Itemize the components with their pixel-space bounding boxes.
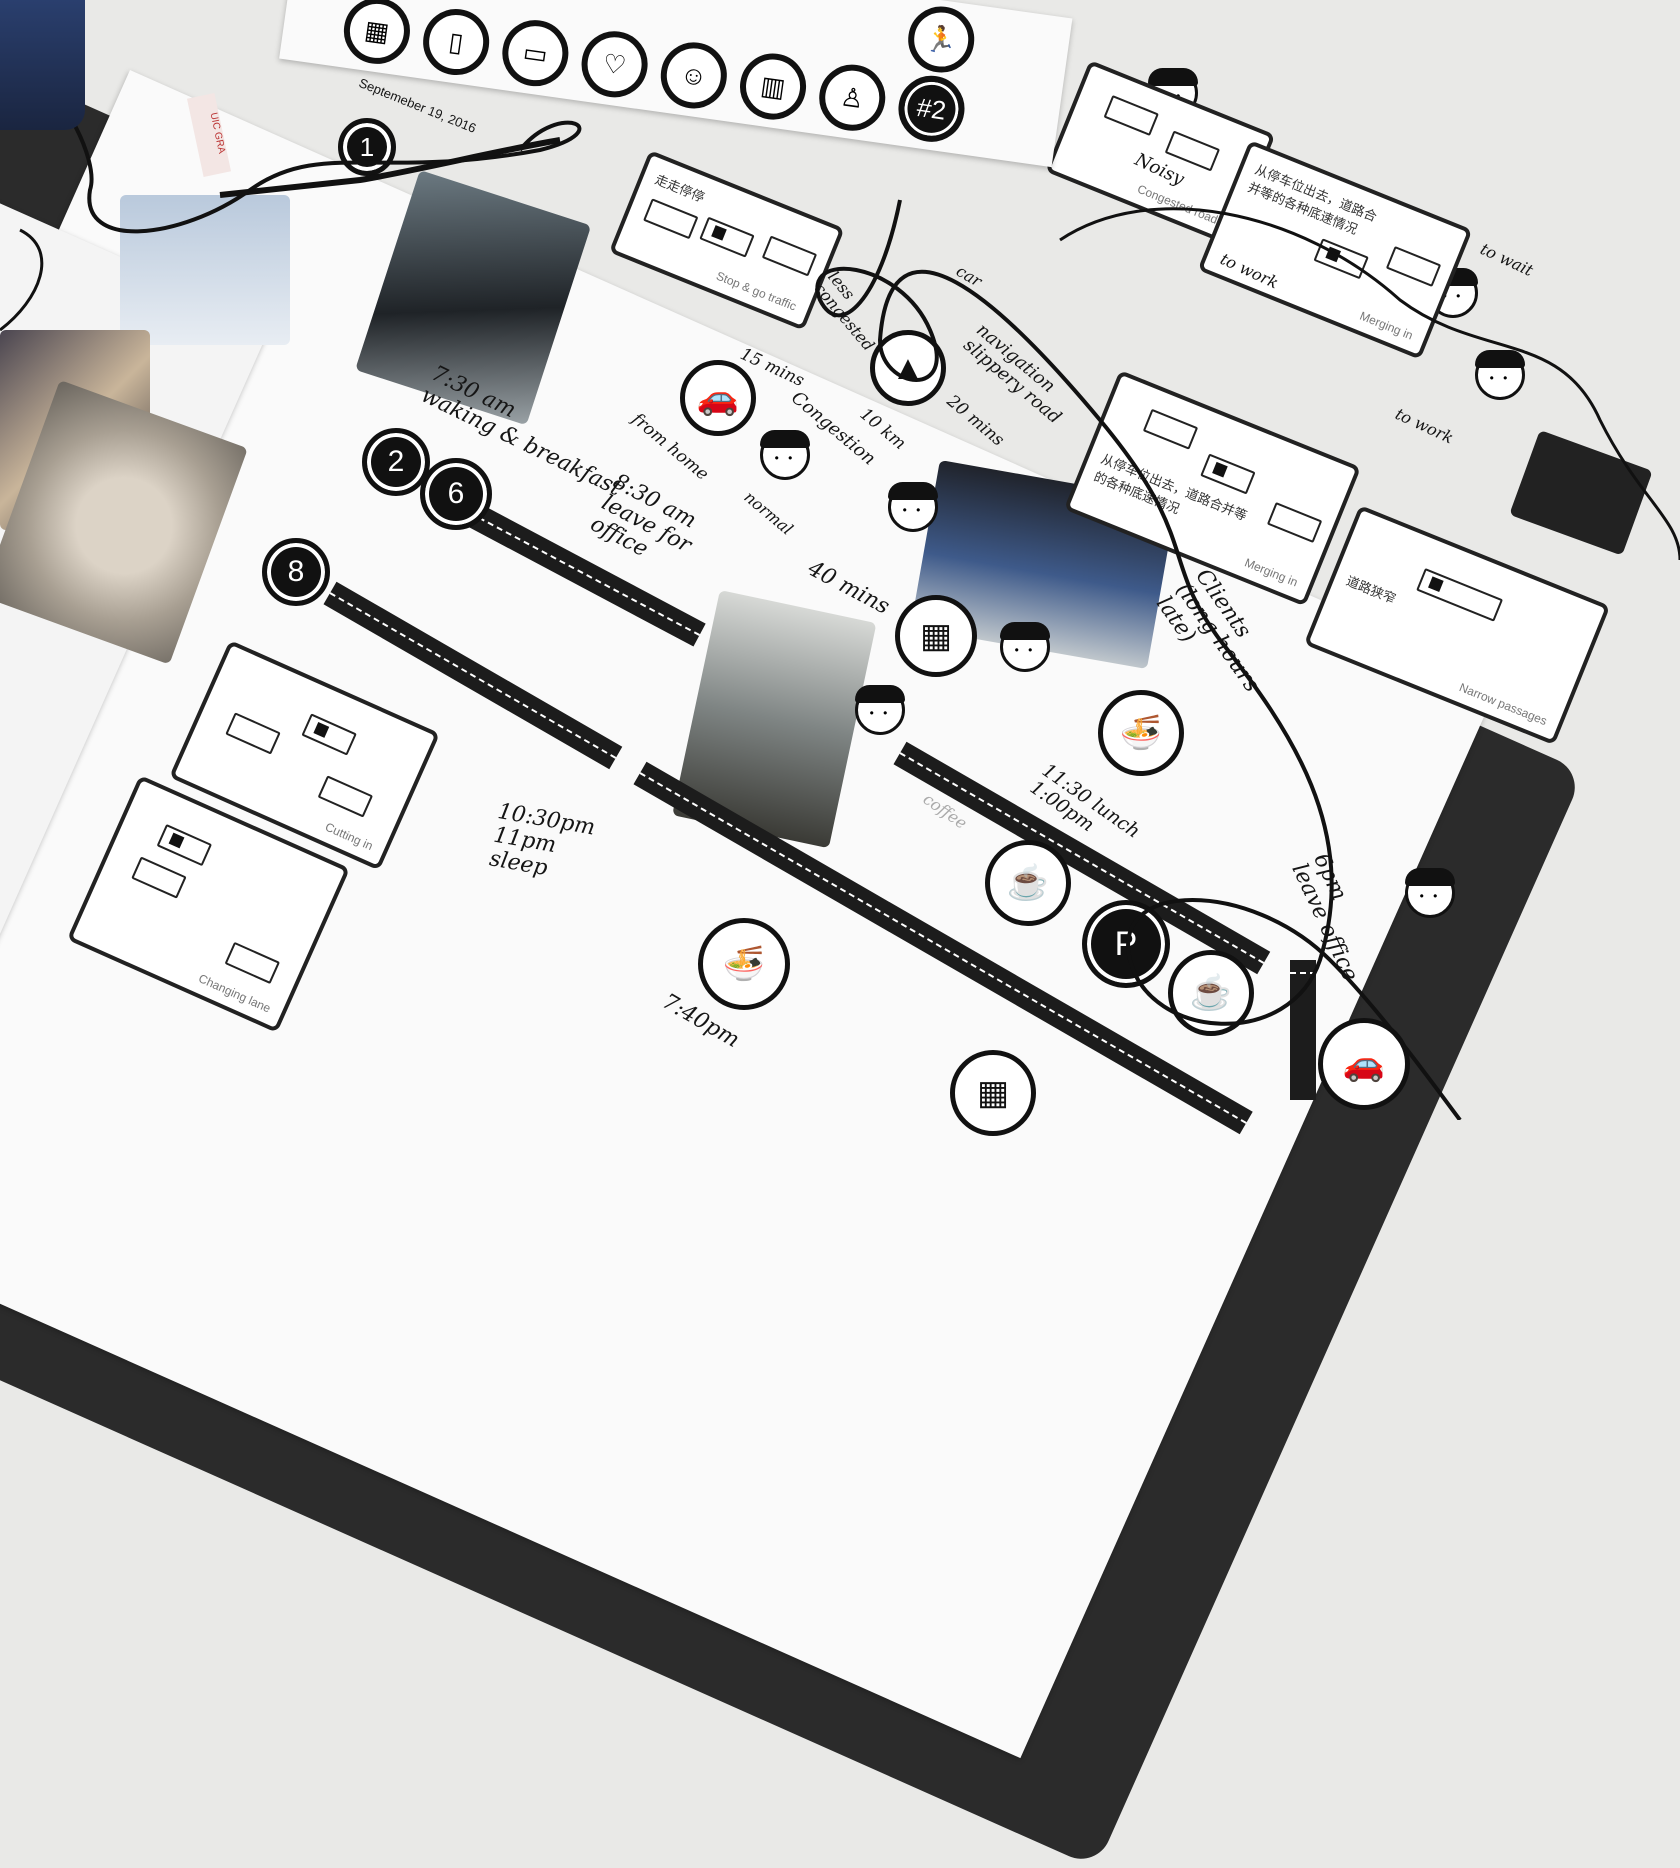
happy-face-icon xyxy=(888,482,938,532)
cable xyxy=(1059,207,1680,561)
building-icon: ▦ xyxy=(950,1050,1036,1136)
photo-eiffel-tower xyxy=(120,195,290,345)
neutral-face-icon xyxy=(760,430,810,480)
noodle-bowl-icon: 🍜 xyxy=(698,918,790,1010)
happy-face-icon xyxy=(855,685,905,735)
coffee-cup-icon: ☕ xyxy=(985,840,1071,926)
traffic-jam-icon: 🚗 xyxy=(680,360,756,436)
office-building-icon: ▦ xyxy=(895,595,977,677)
cable xyxy=(219,137,561,198)
noodle-bowl-icon: 🍜 xyxy=(1098,690,1184,776)
cable xyxy=(0,228,44,332)
step-badge-8: 8 xyxy=(262,538,330,606)
step-badge-6: 6 xyxy=(420,458,492,530)
blue-device xyxy=(0,0,85,130)
step-badge-2: 2 xyxy=(362,428,430,496)
parking-icon: P xyxy=(1082,900,1170,988)
road-segment xyxy=(1290,960,1316,1100)
sad-face-icon xyxy=(1475,350,1525,400)
happy-face-icon xyxy=(1000,622,1050,672)
cable xyxy=(815,199,1462,1120)
cable xyxy=(0,38,582,234)
step-badge-1: 1 xyxy=(338,118,396,176)
happy-face-icon xyxy=(1405,868,1455,918)
audio-cables xyxy=(0,38,1680,1120)
